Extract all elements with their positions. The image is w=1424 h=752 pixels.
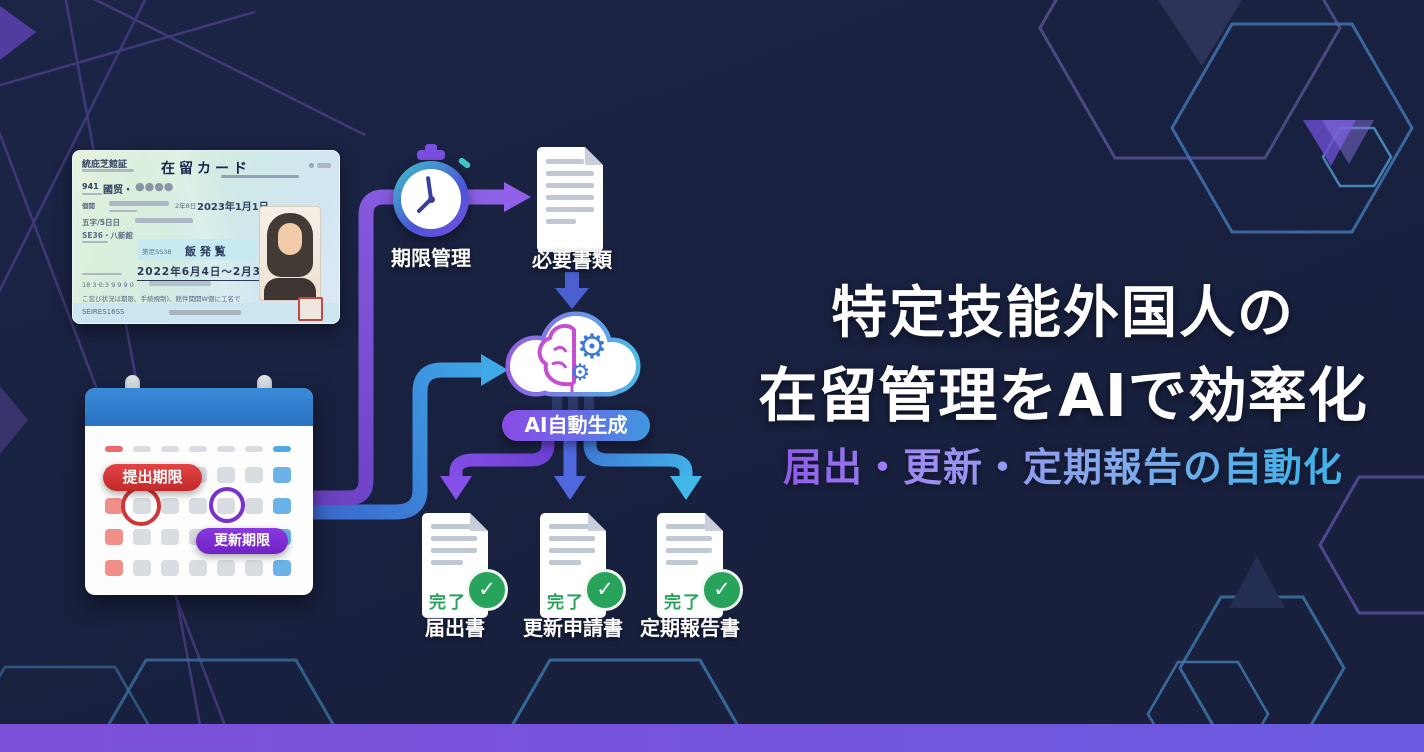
card-row3-label: 五字/5日日 <box>82 218 120 227</box>
card-period-subtext <box>82 273 122 275</box>
output-label-report: 定期報告書 <box>640 616 740 640</box>
card-period-value: 2022年6月4日〜2月3日 <box>137 264 273 281</box>
card-status-value: 飯 発 覧 <box>185 245 226 258</box>
renewal-deadline-badge: 更新期限 <box>196 528 288 554</box>
headline-line1: 特定技能外国人の <box>831 281 1295 346</box>
check-icon: ✓ <box>466 569 508 611</box>
clock-face <box>401 169 461 229</box>
calendar-day <box>105 529 123 545</box>
calendar-day <box>105 446 123 452</box>
calendar-day <box>217 560 235 576</box>
calendar-day <box>133 560 151 576</box>
residence-card: 統庇芝館証 在留カード 941 國贸・ ●●●● 個閲 2年8日 2023年1月… <box>72 150 340 324</box>
card-name-dots: ●●●● <box>135 180 174 193</box>
output-label-notification: 届出書 <box>425 616 485 640</box>
renewal-deadline-circle <box>209 487 245 523</box>
gear-icon: ⚙ <box>577 327 607 367</box>
card-row1-subtext <box>82 193 102 195</box>
done-text: 完了 <box>664 593 702 613</box>
card-footer-strip: SEIRES16SS <box>73 303 339 323</box>
submit-deadline-badge: 提出期限 <box>103 464 202 491</box>
card-corner-bar <box>317 163 331 168</box>
calendar-day <box>105 498 123 514</box>
bottom-accent-bar <box>0 724 1424 752</box>
brain-icon: ⚙ ⚙ <box>537 323 607 392</box>
calendar-day <box>273 498 291 514</box>
calendar-day <box>189 446 207 452</box>
calendar-day <box>161 529 179 545</box>
card-header-left: 統庇芝館証 <box>82 160 128 170</box>
headline-subtitle: 届出・更新・定期報告の自動化 <box>755 437 1371 493</box>
calendar-header <box>85 388 313 426</box>
card-footer-text: SEIRES16SS <box>82 308 125 316</box>
done-text: 完了 <box>429 593 467 613</box>
card-row2-subtext <box>109 210 137 212</box>
card-row2-bar <box>109 201 169 206</box>
card-title: 在留カード <box>161 161 251 177</box>
card-corner-dot <box>309 163 314 168</box>
card-row3-bar <box>135 218 193 223</box>
card-row2-mid: 2年8日 <box>175 202 197 210</box>
calendar-day <box>189 560 207 576</box>
calendar-day <box>273 560 291 576</box>
card-number: 941 <box>82 182 99 191</box>
card-issue-date: 2023年1月1日 <box>197 202 269 213</box>
clock-label: 期限管理 <box>391 246 471 270</box>
card-title-subtext <box>221 175 299 178</box>
required-documents-icon <box>537 147 603 252</box>
calendar-day <box>105 560 123 576</box>
stopwatch-stem <box>425 144 437 152</box>
avatar-face <box>278 223 302 255</box>
calendar-day <box>217 446 235 452</box>
output-label-renewal: 更新申請書 <box>523 616 623 640</box>
card-status-band: 第尼SS38 飯 発 覧 <box>137 239 255 260</box>
stopwatch-button <box>417 150 445 160</box>
calendar-day <box>245 467 263 483</box>
required-documents-label: 必要書類 <box>532 248 612 272</box>
calendar-day <box>273 467 291 483</box>
ai-cloud-icon: ⚙ ⚙ <box>505 311 641 397</box>
calendar-day <box>273 446 291 452</box>
calendar-day <box>161 498 179 514</box>
deadline-calendar: 提出期限 更新期限 <box>85 375 313 595</box>
calendar-day <box>161 560 179 576</box>
calendar-day <box>245 498 263 514</box>
headline-line2: 在留管理をAIで効率化 <box>758 361 1368 430</box>
done-text: 完了 <box>547 593 585 613</box>
card-row4-label: SE36・八新館 <box>82 231 133 240</box>
calendar-day <box>161 446 179 452</box>
card-header-left-subtext <box>82 169 134 172</box>
calendar-day <box>189 498 207 514</box>
output-doc-report: 完了 <box>657 513 723 618</box>
check-icon: ✓ <box>701 569 743 611</box>
stopwatch-icon <box>393 161 469 237</box>
card-fine-print: こ窓び状況は期限、手続規制)、館件関開W個に工名で <box>82 295 241 303</box>
calendar-day <box>245 446 263 452</box>
card-serial-row: 18 3·0:3 9 9 9 0 <box>82 281 134 289</box>
card-stamp-box <box>298 297 323 321</box>
card-footer-bar <box>169 310 241 315</box>
card-serial-bar <box>149 281 211 286</box>
ai-generate-badge: AI自動生成 <box>502 410 650 441</box>
gear-icon-small: ⚙ <box>570 360 591 386</box>
card-photo <box>259 206 321 301</box>
calendar-day <box>245 560 263 576</box>
calendar-day <box>133 529 151 545</box>
card-row4-subtext <box>82 241 108 243</box>
check-icon: ✓ <box>584 569 626 611</box>
card-status-label: 第尼SS38 <box>142 248 172 256</box>
calendar-day <box>133 446 151 452</box>
calendar-day <box>217 467 235 483</box>
clock-center-dot <box>427 195 435 203</box>
card-name-prefix: 國贸・ <box>103 185 133 196</box>
card-row2-label: 個閲 <box>82 202 95 210</box>
submit-deadline-circle <box>121 486 161 526</box>
